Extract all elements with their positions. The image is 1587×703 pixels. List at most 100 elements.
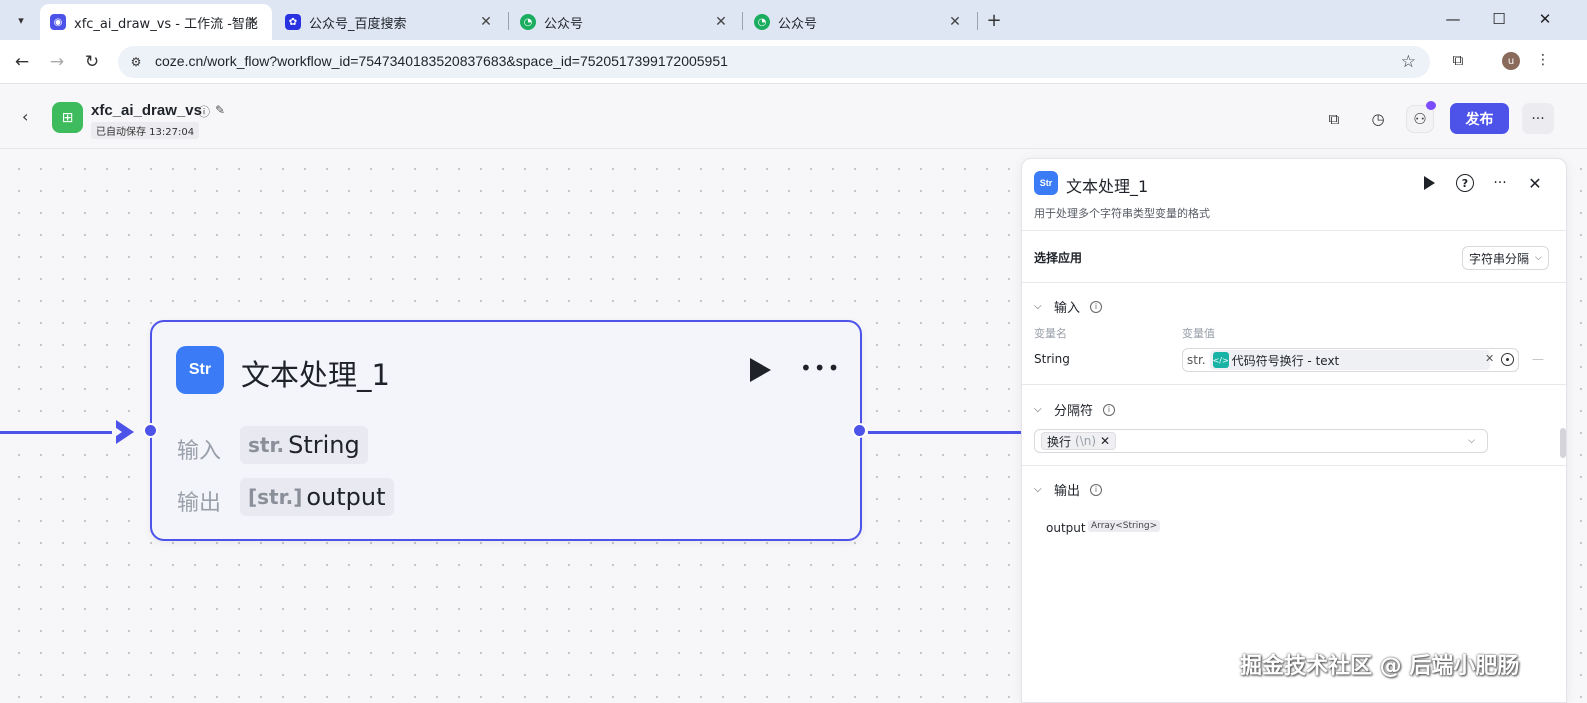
copy-icon[interactable]: ⧉ — [1328, 110, 1340, 128]
node-output-value: output — [306, 483, 386, 511]
collaborators-icon[interactable]: ⚇ — [1406, 101, 1436, 133]
str-node-icon: Str — [176, 346, 224, 394]
divider — [1022, 282, 1568, 283]
url-text[interactable]: coze.cn/work_flow?workflow_id=7547340183… — [155, 53, 728, 69]
node-output-port[interactable] — [852, 423, 867, 438]
output-section-title: 输出 — [1054, 484, 1081, 499]
panel-close-icon[interactable]: ✕ — [1528, 173, 1542, 193]
site-settings-icon[interactable]: ⚙ — [130, 55, 142, 69]
string-type-icon: str. — [1187, 353, 1206, 367]
delimiter-select[interactable]: 换行 (\n) ✕ ⌵ — [1034, 429, 1488, 453]
delimiter-chip[interactable]: 换行 (\n) ✕ — [1041, 432, 1117, 450]
notification-badge — [1426, 101, 1436, 110]
publish-button[interactable]: 发布 — [1450, 103, 1509, 134]
window-close-icon[interactable]: ✕ — [1538, 10, 1552, 28]
browser-tab-active[interactable]: ◉ xfc_ai_draw_vs - 工作流 -智能 ✕ — [40, 4, 272, 40]
output-type-badge: Array<String> — [1088, 520, 1161, 532]
reload-icon[interactable]: ↻ — [84, 52, 100, 72]
variable-picker-target-icon[interactable] — [1501, 353, 1514, 366]
variable-value-field[interactable]: str. </> 代码符号换行 - text ✕ — [1182, 348, 1519, 372]
text-processing-node[interactable]: Str 文本处理_1 ••• 输入 str. String 输出 [str.] … — [143, 320, 867, 541]
forward-arrow-icon[interactable]: → — [49, 52, 65, 72]
browser-tab[interactable]: ✿ 公众号_百度搜索 ✕ — [275, 4, 505, 40]
delimiter-section-title: 分隔符 — [1054, 404, 1094, 419]
maximize-icon[interactable]: ☐ — [1492, 10, 1506, 28]
input-section-title: 输入 — [1054, 301, 1081, 316]
node-output-label: 输出 — [177, 491, 222, 516]
info-icon[interactable]: i — [1090, 300, 1103, 313]
edit-icon[interactable]: ✎ — [215, 103, 226, 117]
outgoing-edge[interactable] — [868, 431, 1022, 434]
tab-close-icon[interactable]: ✕ — [949, 14, 961, 30]
node-output-tag: [str.] output — [240, 478, 394, 516]
divider — [1022, 384, 1568, 385]
input-section-header[interactable]: ⌵ 输入 i — [1034, 297, 1103, 316]
browser-menu-icon[interactable]: ⋮ — [1536, 52, 1550, 68]
tab-close-icon[interactable]: ✕ — [480, 14, 492, 30]
variable-name[interactable]: String — [1034, 352, 1070, 366]
delimiter-chip-label: 换行 — [1047, 434, 1072, 449]
delimiter-section-header[interactable]: ⌵ 分隔符 i — [1034, 400, 1116, 419]
wechat-favicon-icon: ◔ — [754, 14, 770, 30]
back-arrow-icon[interactable]: ← — [14, 52, 30, 72]
select-app-value: 字符串分隔 — [1469, 251, 1530, 266]
info-icon[interactable]: ⓘ — [198, 105, 211, 119]
new-tab-button[interactable]: + — [986, 9, 1002, 31]
info-icon[interactable]: i — [1090, 483, 1103, 496]
select-app-label: 选择应用 — [1034, 251, 1083, 265]
remove-chip-icon[interactable]: ✕ — [1100, 434, 1111, 448]
panel-title: 文本处理_1 — [1066, 177, 1149, 196]
tab-label: 公众号 — [544, 16, 584, 32]
tab-label: xfc_ai_draw_vs - 工作流 -智能 — [74, 16, 258, 32]
string-type-icon: str. — [248, 433, 285, 457]
output-section-header[interactable]: ⌵ 输出 i — [1034, 480, 1103, 499]
history-clock-icon[interactable]: ◷ — [1371, 110, 1385, 128]
node-input-tag: str. String — [240, 426, 368, 464]
chevron-down-icon[interactable]: ⌵ — [1034, 484, 1042, 495]
bookmark-star-icon[interactable]: ☆ — [1400, 52, 1416, 72]
incoming-edge[interactable] — [0, 431, 128, 434]
select-app-dropdown[interactable]: 字符串分隔 ⌵ — [1462, 246, 1549, 270]
info-icon[interactable]: i — [1103, 403, 1116, 416]
more-options-icon[interactable]: ··· — [1522, 103, 1554, 134]
chevron-down-icon[interactable]: ⌵ — [1034, 301, 1042, 312]
watermark-text: 掘金技术社区 @ 后端小肥肠 — [1240, 654, 1520, 679]
coze-favicon-icon: ◉ — [50, 14, 66, 30]
autosave-status: 已自动保存 13:27:04 — [91, 122, 200, 139]
panel-scrollbar[interactable] — [1560, 428, 1566, 458]
tab-separator — [508, 12, 509, 30]
extensions-puzzle-icon[interactable]: ⧉ — [1452, 51, 1464, 69]
tab-close-icon[interactable]: ✕ — [715, 14, 727, 30]
browser-tab[interactable]: ◔ 公众号 ✕ — [744, 4, 974, 40]
panel-run-play-icon[interactable] — [1424, 176, 1435, 190]
tab-label: 公众号_百度搜索 — [309, 16, 407, 32]
chevron-down-icon[interactable]: ⌵ — [1034, 404, 1042, 415]
baidu-favicon-icon: ✿ — [285, 14, 301, 30]
run-play-icon[interactable] — [750, 358, 771, 382]
col-header-name: 变量名 — [1034, 327, 1067, 340]
clear-reference-icon[interactable]: ✕ — [1485, 352, 1495, 365]
panel-more-icon[interactable]: ··· — [1493, 175, 1507, 191]
variable-reference-text: 代码符号换行 - text — [1231, 353, 1340, 368]
address-bar[interactable]: ⚙ coze.cn/work_flow?workflow_id=75473401… — [118, 46, 1430, 78]
profile-avatar[interactable]: u — [1502, 52, 1520, 70]
node-title: 文本处理_1 — [241, 358, 390, 392]
chevron-down-icon[interactable]: ⌵ — [1468, 436, 1475, 446]
node-input-label: 输入 — [177, 439, 222, 464]
browser-tab[interactable]: ◔ 公众号 ✕ — [510, 4, 740, 40]
wechat-favicon-icon: ◔ — [520, 14, 536, 30]
panel-description: 用于处理多个字符串类型变量的格式 — [1034, 207, 1210, 220]
minimize-icon[interactable]: — — [1445, 10, 1461, 28]
output-variable-name: output — [1046, 521, 1086, 535]
back-chevron-icon[interactable]: ‹ — [22, 107, 29, 126]
remove-row-icon[interactable]: — — [1532, 352, 1544, 366]
col-header-value: 变量值 — [1182, 327, 1215, 340]
node-input-port[interactable] — [143, 423, 158, 438]
browser-toolbar: ← → ↻ ⚙ coze.cn/work_flow?workflow_id=75… — [0, 40, 1587, 84]
node-more-icon[interactable]: ••• — [800, 356, 842, 380]
help-question-icon[interactable]: ? — [1456, 174, 1474, 192]
variable-reference-chip[interactable]: </> 代码符号换行 - text — [1209, 350, 1490, 370]
tab-close-icon[interactable]: ✕ — [247, 14, 259, 30]
delimiter-escape: (\n) — [1075, 434, 1097, 448]
tab-search-chevron-icon[interactable]: ▾ — [18, 13, 24, 27]
